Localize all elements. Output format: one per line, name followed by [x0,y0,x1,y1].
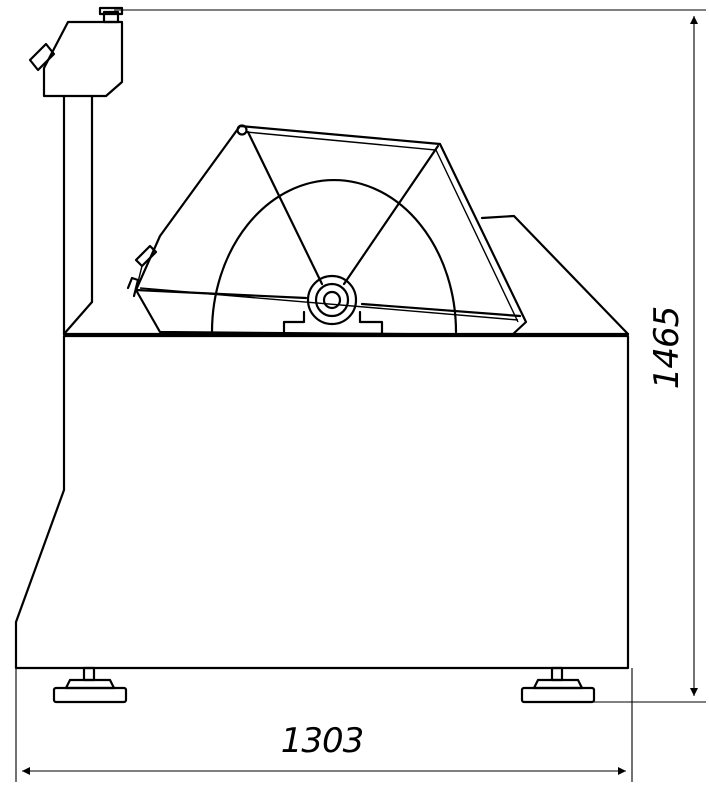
lid-handle [126,244,158,298]
width-dimension-label: 1303 [281,721,364,761]
height-dimension [114,9,706,703]
width-dimension [15,668,633,782]
drum-disc [210,178,458,334]
foot-right [520,666,596,704]
drum-spokes [134,130,522,318]
height-dimension-label: 1465 [647,307,687,390]
rear-hopper [480,214,630,336]
foot-left [52,666,128,704]
stand-column [62,94,94,336]
control-box [28,6,124,98]
drum-cover [134,124,528,337]
machine-body [14,300,630,670]
